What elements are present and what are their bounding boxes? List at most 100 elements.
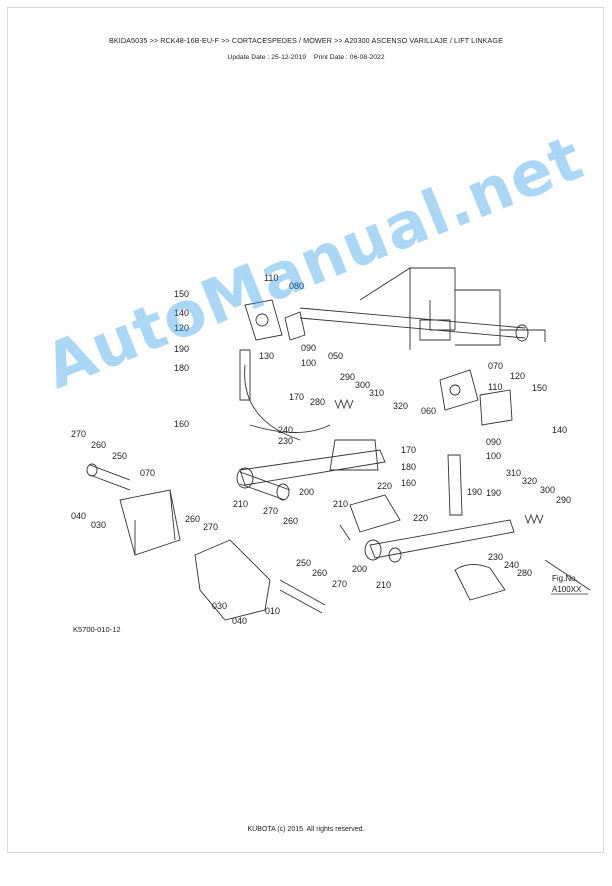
part-label: 260 bbox=[91, 440, 106, 450]
arm-boss-4 bbox=[388, 547, 402, 563]
part-label: 100 bbox=[301, 358, 316, 368]
page-frame bbox=[7, 7, 604, 853]
part-label: 300 bbox=[540, 485, 555, 495]
arm-boss bbox=[236, 467, 254, 489]
part-label: 070 bbox=[488, 361, 503, 371]
part-label: 240 bbox=[504, 560, 519, 570]
part-label: 160 bbox=[174, 419, 189, 429]
lift-arm-left-rod bbox=[239, 471, 291, 501]
date-line: Update Date : 25-12-2019 Print Date : 06… bbox=[0, 54, 612, 61]
part-label: 270 bbox=[71, 429, 86, 439]
part-label: 200 bbox=[352, 564, 367, 574]
right-pin bbox=[449, 384, 461, 396]
part-label: 260 bbox=[283, 516, 298, 526]
part-label: 090 bbox=[301, 343, 316, 353]
right-link bbox=[447, 454, 463, 516]
cross-shaft bbox=[299, 307, 526, 339]
part-label: 140 bbox=[174, 308, 189, 318]
part-label: 320 bbox=[522, 476, 537, 486]
part-label: 270 bbox=[332, 579, 347, 589]
part-label: 150 bbox=[532, 383, 547, 393]
mount-boss bbox=[86, 463, 98, 477]
part-label: 270 bbox=[203, 522, 218, 532]
pin bbox=[255, 313, 269, 327]
mount-left-rod bbox=[89, 464, 131, 491]
part-label: 120 bbox=[174, 323, 189, 333]
part-label: 070 bbox=[140, 468, 155, 478]
part-label: 230 bbox=[488, 552, 503, 562]
part-label: 250 bbox=[112, 451, 127, 461]
part-label: 160 bbox=[401, 478, 416, 488]
frame-outline bbox=[359, 267, 501, 350]
part-label: 110 bbox=[264, 273, 278, 283]
part-label: 180 bbox=[174, 363, 189, 373]
print-date: Print Date : 06-08-2022 bbox=[313, 54, 385, 61]
rod-220 bbox=[329, 439, 379, 471]
part-labels: 110 150 080 140 120 130 090 100 050 190 … bbox=[71, 273, 571, 626]
lift-arm-left bbox=[239, 449, 386, 486]
part-label: 260 bbox=[185, 514, 200, 524]
part-label: 110 bbox=[488, 382, 502, 392]
part-label: 190 bbox=[174, 344, 189, 354]
part-label: 170 bbox=[401, 445, 416, 455]
part-label: 190 bbox=[467, 487, 482, 497]
part-label: 090 bbox=[486, 437, 501, 447]
part-label: 130 bbox=[259, 351, 274, 361]
part-label: 290 bbox=[340, 372, 355, 382]
plate-220 bbox=[349, 494, 401, 533]
copyright-footer: KUBOTA (c) 2015. All rights reserved. bbox=[247, 826, 365, 833]
lift-arm-right bbox=[369, 519, 515, 559]
part-label: 030 bbox=[91, 520, 106, 530]
part-label: 040 bbox=[71, 511, 86, 521]
part-label: 220 bbox=[377, 481, 392, 491]
part-label: 190 bbox=[486, 488, 501, 498]
part-label: 310 bbox=[506, 468, 521, 478]
part-label: 320 bbox=[393, 401, 408, 411]
update-date: Update Date : 25-12-2019 bbox=[227, 54, 307, 61]
arm-boss-2 bbox=[276, 483, 290, 501]
part-label: 260 bbox=[312, 568, 327, 578]
bracket-right bbox=[454, 564, 506, 601]
fig-no-value: A100XX bbox=[552, 585, 582, 594]
mount-bottom-rod bbox=[279, 579, 326, 614]
part-label: 280 bbox=[310, 397, 325, 407]
part-label: 300 bbox=[355, 380, 370, 390]
part-label: 230 bbox=[278, 436, 293, 446]
mount-left bbox=[119, 489, 181, 556]
part-label: 060 bbox=[421, 406, 436, 416]
drawing-code: K5700-010-12 bbox=[73, 625, 121, 634]
bracket-080 bbox=[284, 311, 306, 341]
mount-bottom bbox=[194, 539, 271, 621]
part-label: 310 bbox=[369, 388, 384, 398]
spring-left bbox=[334, 398, 354, 410]
part-label: 210 bbox=[233, 499, 248, 509]
right-upper-bracket bbox=[439, 369, 479, 411]
part-label: 210 bbox=[376, 580, 391, 590]
breadcrumb: BKIDA5035 >> RCK48-16B-EU-F >> CORTACESP… bbox=[108, 36, 504, 45]
shaft-end bbox=[515, 324, 529, 342]
part-label: 040 bbox=[232, 616, 247, 626]
part-label: 030 bbox=[212, 601, 227, 611]
fig-no-label: Fig.No. bbox=[552, 574, 578, 583]
part-label: 050 bbox=[328, 351, 343, 361]
part-label: 210 bbox=[333, 499, 348, 509]
part-label: 080 bbox=[289, 281, 304, 291]
lift-rod bbox=[244, 364, 331, 441]
right-plate bbox=[479, 389, 513, 426]
part-label: 120 bbox=[510, 371, 525, 381]
part-label: 280 bbox=[517, 568, 532, 578]
part-label: 270 bbox=[263, 506, 278, 516]
fig-leader bbox=[544, 559, 591, 591]
part-label: 170 bbox=[289, 392, 304, 402]
part-label: 220 bbox=[413, 513, 428, 523]
part-label: 140 bbox=[552, 425, 567, 435]
spring-right bbox=[524, 513, 544, 525]
part-label: 150 bbox=[174, 289, 189, 299]
part-label: 200 bbox=[299, 487, 314, 497]
part-label: 010 bbox=[265, 606, 280, 616]
part-label: 240 bbox=[278, 425, 293, 435]
rod-210 bbox=[339, 524, 351, 541]
part-label: 250 bbox=[296, 558, 311, 568]
part-label: 100 bbox=[486, 451, 501, 461]
